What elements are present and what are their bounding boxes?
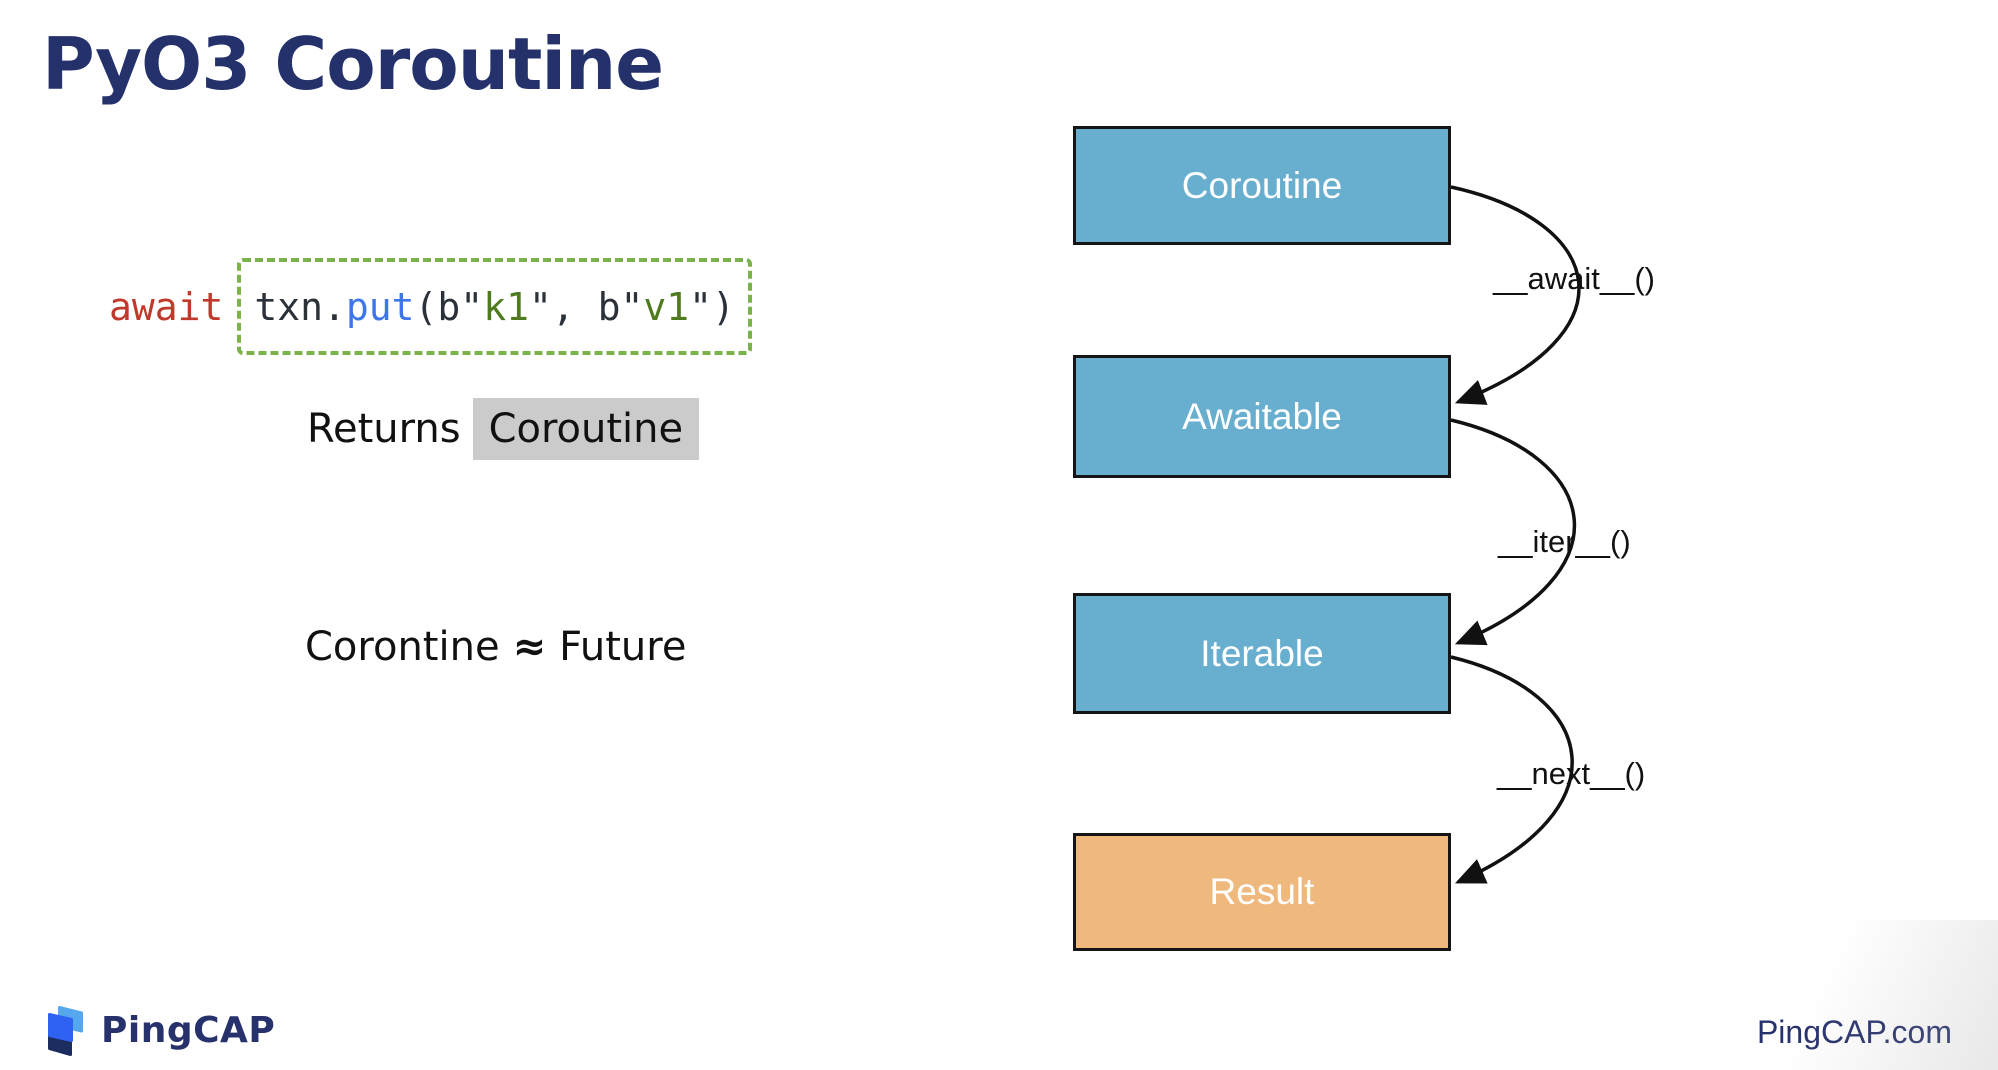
- pingcap-logo: PingCAP: [46, 1001, 275, 1059]
- diagram-box-awaitable: Awaitable: [1073, 355, 1451, 478]
- diagram-box-coroutine: Coroutine: [1073, 126, 1451, 245]
- code-token-close-paren: "): [689, 284, 735, 329]
- pingcap-site-text: PingCAP.com: [1757, 1014, 1952, 1051]
- equivalence-note: Corontine ≈ Future: [305, 624, 686, 670]
- equivalence-left-term: Corontine: [305, 624, 500, 670]
- coroutine-expression-highlight-box: txn. put (b" k1 ", b" v1 "): [237, 258, 752, 355]
- diagram-box-label: Awaitable: [1182, 395, 1342, 437]
- pingcap-logo-text: PingCAP: [101, 1009, 276, 1051]
- corner-shade: [1578, 920, 1998, 1070]
- arrow-label-next: __next__(): [1497, 756, 1646, 791]
- diagram-box-label: Coroutine: [1181, 164, 1343, 206]
- diagram-box-label: Result: [1209, 871, 1315, 912]
- code-token-value-string: v1: [643, 284, 690, 329]
- code-snippet: await txn. put (b" k1 ", b" v1 "): [109, 258, 752, 355]
- diagram-box-iterable: Iterable: [1073, 593, 1451, 714]
- approx-equal-symbol: ≈: [512, 624, 547, 670]
- code-token-separator: ", b": [528, 284, 644, 329]
- returns-note: Returns Coroutine: [307, 398, 700, 460]
- returns-type-chip: Coroutine: [472, 398, 700, 460]
- diagram-box-result: Result: [1073, 833, 1451, 951]
- logo-flag-blue-shape: [48, 1013, 73, 1042]
- arrow-label-iter: __iter__(): [1498, 524, 1631, 559]
- pingcap-logo-icon: [48, 1006, 83, 1056]
- code-token-key-string: k1: [483, 284, 529, 329]
- page-title: PyO3 Coroutine: [42, 22, 664, 106]
- returns-label: Returns: [307, 406, 461, 452]
- code-token-receiver: txn.: [254, 284, 346, 329]
- code-token-open-paren: (b": [414, 284, 484, 329]
- arrow-label-await: __await__(): [1493, 261, 1655, 296]
- code-token-method: put: [345, 284, 415, 329]
- equivalence-right-term: Future: [559, 624, 687, 670]
- code-keyword-await: await: [109, 284, 224, 329]
- diagram-box-label: Iterable: [1200, 632, 1324, 674]
